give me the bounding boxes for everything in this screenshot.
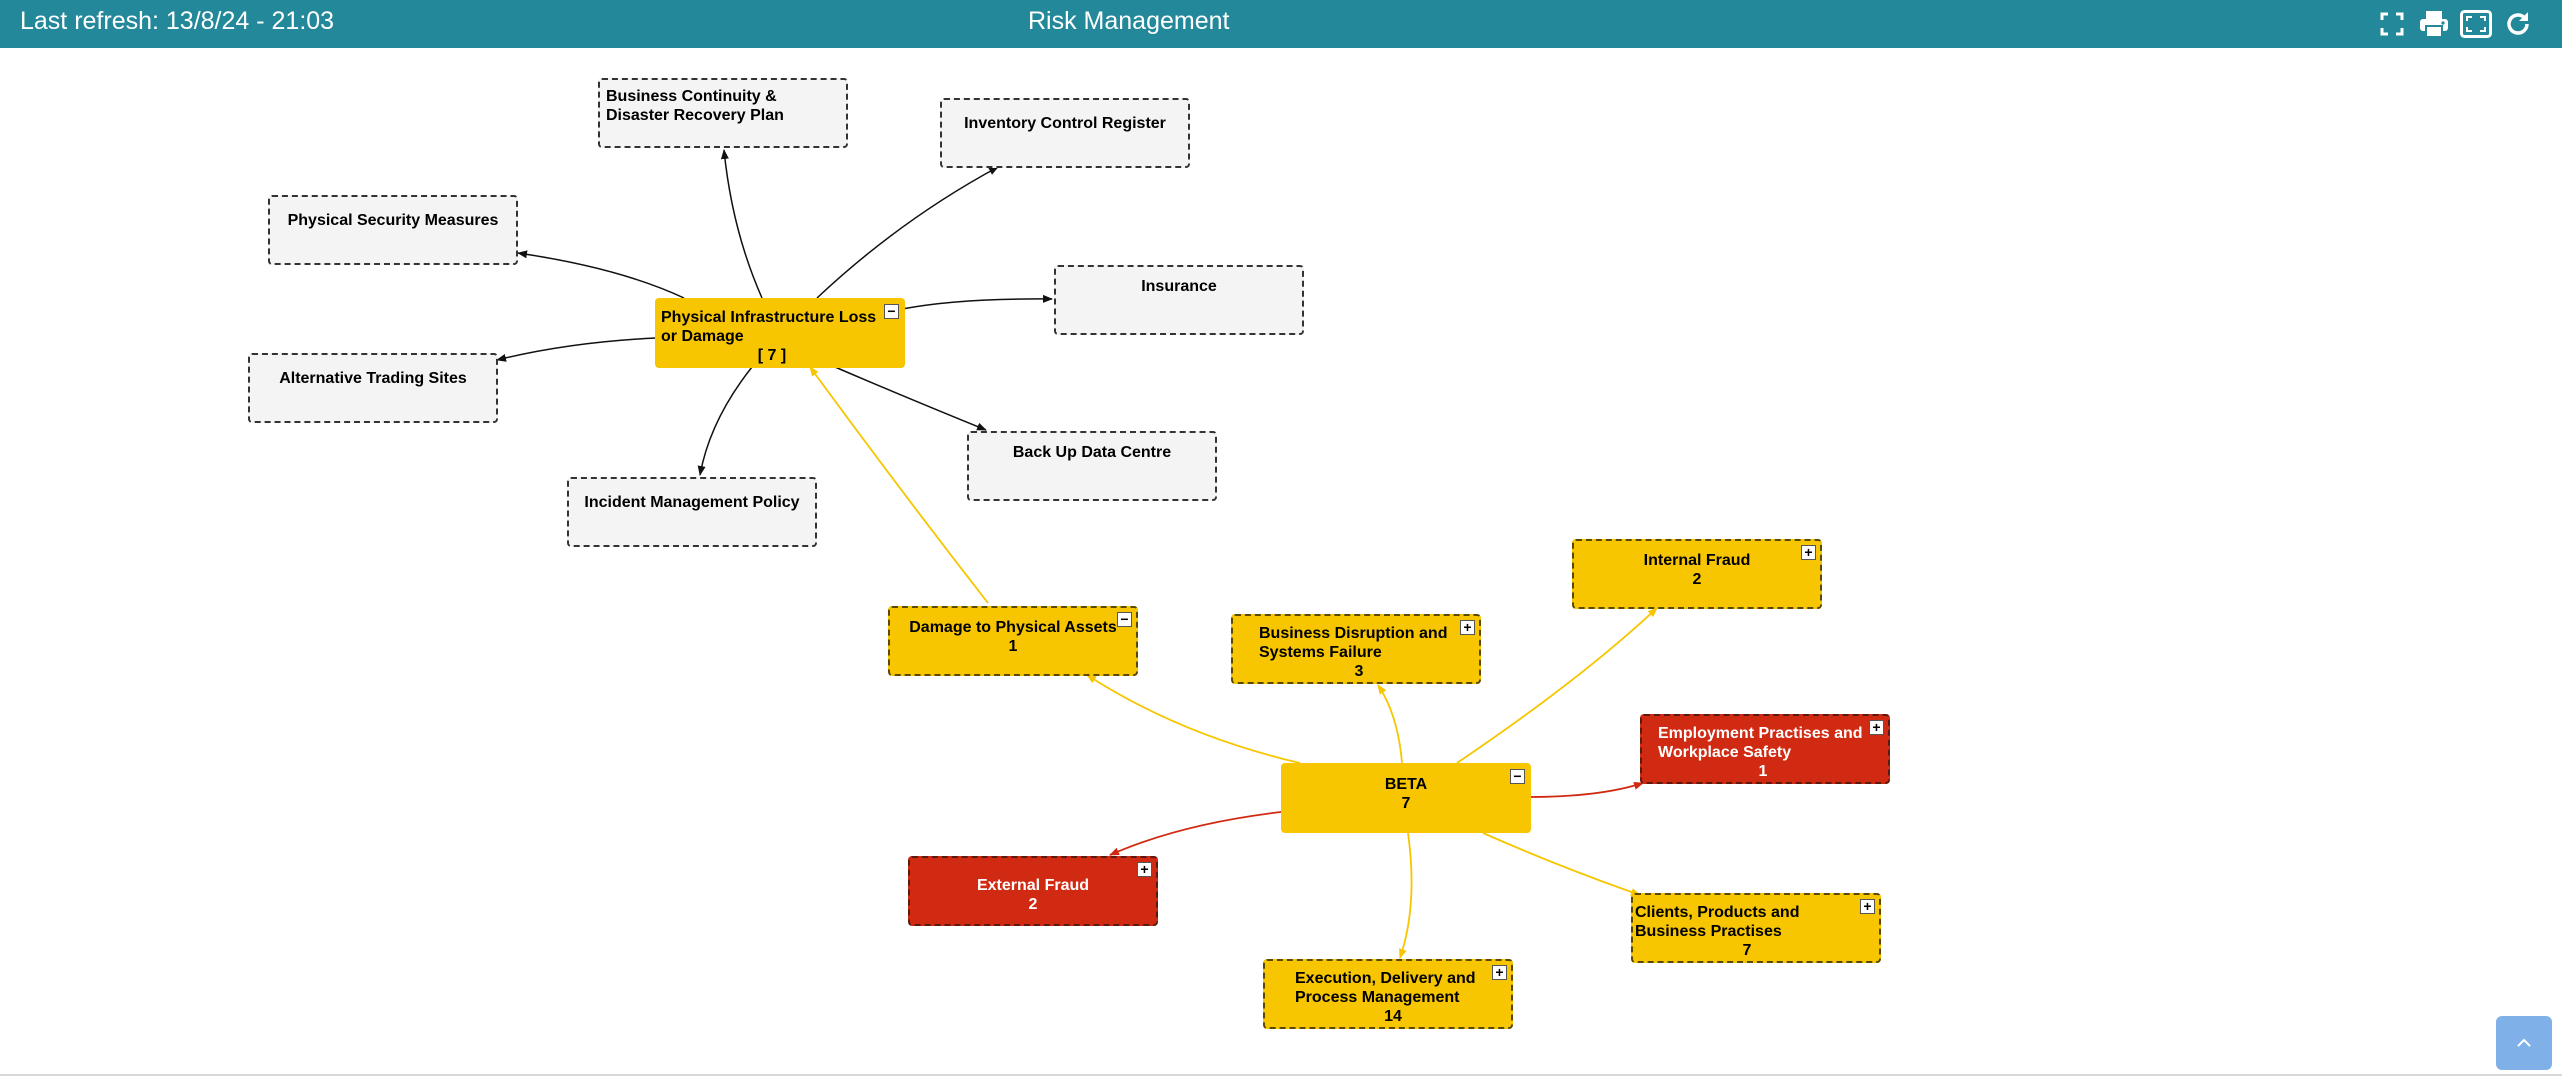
print-icon[interactable] (2418, 8, 2450, 40)
fullscreen-icon[interactable] (2376, 8, 2408, 40)
center-label: BETA (1384, 776, 1428, 793)
control-label: Physical Security Measures (287, 212, 499, 229)
sub-risk-label: Physical Infrastructure Loss or Damage (661, 309, 877, 345)
risk-node-external-fraud[interactable]: External Fraud 2 + (908, 856, 1158, 926)
risk-node-employment-practises[interactable]: Employment Practises and Workplace Safet… (1640, 714, 1890, 784)
risk-count: 2 (1692, 571, 1702, 588)
control-node-insurance[interactable]: Insurance (1054, 265, 1304, 335)
center-count: 7 (1401, 795, 1411, 812)
control-node-inventory[interactable]: Inventory Control Register (940, 98, 1190, 168)
risk-node-internal-fraud[interactable]: Internal Fraud 2 + (1572, 539, 1822, 609)
control-node-incident[interactable]: Incident Management Policy (567, 477, 817, 547)
expand-toggle[interactable]: + (1492, 965, 1507, 980)
expand-toggle[interactable]: + (1137, 862, 1152, 877)
control-node-alt-trading[interactable]: Alternative Trading Sites (248, 353, 498, 423)
risk-count: 1 (1758, 763, 1768, 780)
collapse-toggle[interactable]: − (1510, 769, 1525, 784)
control-node-bcdr[interactable]: Business Continuity & Disaster Recovery … (598, 78, 848, 148)
top-bar: Last refresh: 13/8/24 - 21:03 Risk Manag… (0, 0, 2562, 48)
center-node-beta[interactable]: BETA 7 − (1281, 763, 1531, 833)
risk-count: 14 (1384, 1008, 1402, 1025)
control-node-backup[interactable]: Back Up Data Centre (967, 431, 1217, 501)
control-label: Back Up Data Centre (1012, 444, 1172, 461)
fit-screen-icon[interactable] (2460, 8, 2492, 40)
last-refresh-text: Last refresh: 13/8/24 - 21:03 (20, 7, 335, 35)
risk-label: Internal Fraud (1643, 552, 1751, 569)
risk-label: Employment Practises and Workplace Safet… (1658, 725, 1863, 761)
control-label: Incident Management Policy (584, 494, 800, 511)
risk-label: Clients, Products and Business Practises (1635, 904, 1800, 940)
risk-count: 3 (1354, 663, 1364, 680)
control-label: Inventory Control Register (964, 115, 1166, 132)
risk-count: 7 (1742, 942, 1752, 959)
control-node-physical-security[interactable]: Physical Security Measures (268, 195, 518, 265)
risk-label: External Fraud (976, 877, 1090, 894)
expand-toggle[interactable]: + (1801, 545, 1816, 560)
control-label: Insurance (1141, 278, 1217, 295)
collapse-toggle[interactable]: − (1117, 612, 1132, 627)
toolbar (2376, 8, 2534, 40)
refresh-icon[interactable] (2502, 8, 2534, 40)
control-label: Alternative Trading Sites (279, 370, 467, 387)
collapse-toggle[interactable]: − (884, 304, 899, 319)
risk-node-execution-delivery[interactable]: Execution, Delivery and Process Manageme… (1263, 959, 1513, 1029)
control-label: Business Continuity & Disaster Recovery … (606, 88, 784, 124)
risk-node-damage-physical-assets[interactable]: Damage to Physical Assets 1 − (888, 606, 1138, 676)
sub-risk-node-physical-infrastructure[interactable]: Physical Infrastructure Loss or Damage [… (655, 298, 905, 368)
bottom-divider (0, 1074, 2562, 1076)
scroll-to-top-button[interactable] (2496, 1016, 2552, 1070)
chevron-up-icon (2517, 1038, 2531, 1047)
risk-label: Execution, Delivery and Process Manageme… (1295, 970, 1476, 1006)
risk-label: Business Disruption and Systems Failure (1259, 625, 1448, 661)
risk-node-clients-products[interactable]: Clients, Products and Business Practises… (1631, 893, 1881, 963)
expand-toggle[interactable]: + (1460, 620, 1475, 635)
risk-count: 2 (1028, 896, 1038, 913)
risk-count: 1 (1008, 638, 1018, 655)
sub-risk-count: [ 7 ] (757, 347, 787, 364)
expand-toggle[interactable]: + (1860, 899, 1875, 914)
expand-toggle[interactable]: + (1869, 720, 1884, 735)
risk-label: Damage to Physical Assets (909, 619, 1117, 636)
risk-node-business-disruption[interactable]: Business Disruption and Systems Failure … (1231, 614, 1481, 684)
page-title: Risk Management (1028, 7, 1230, 35)
